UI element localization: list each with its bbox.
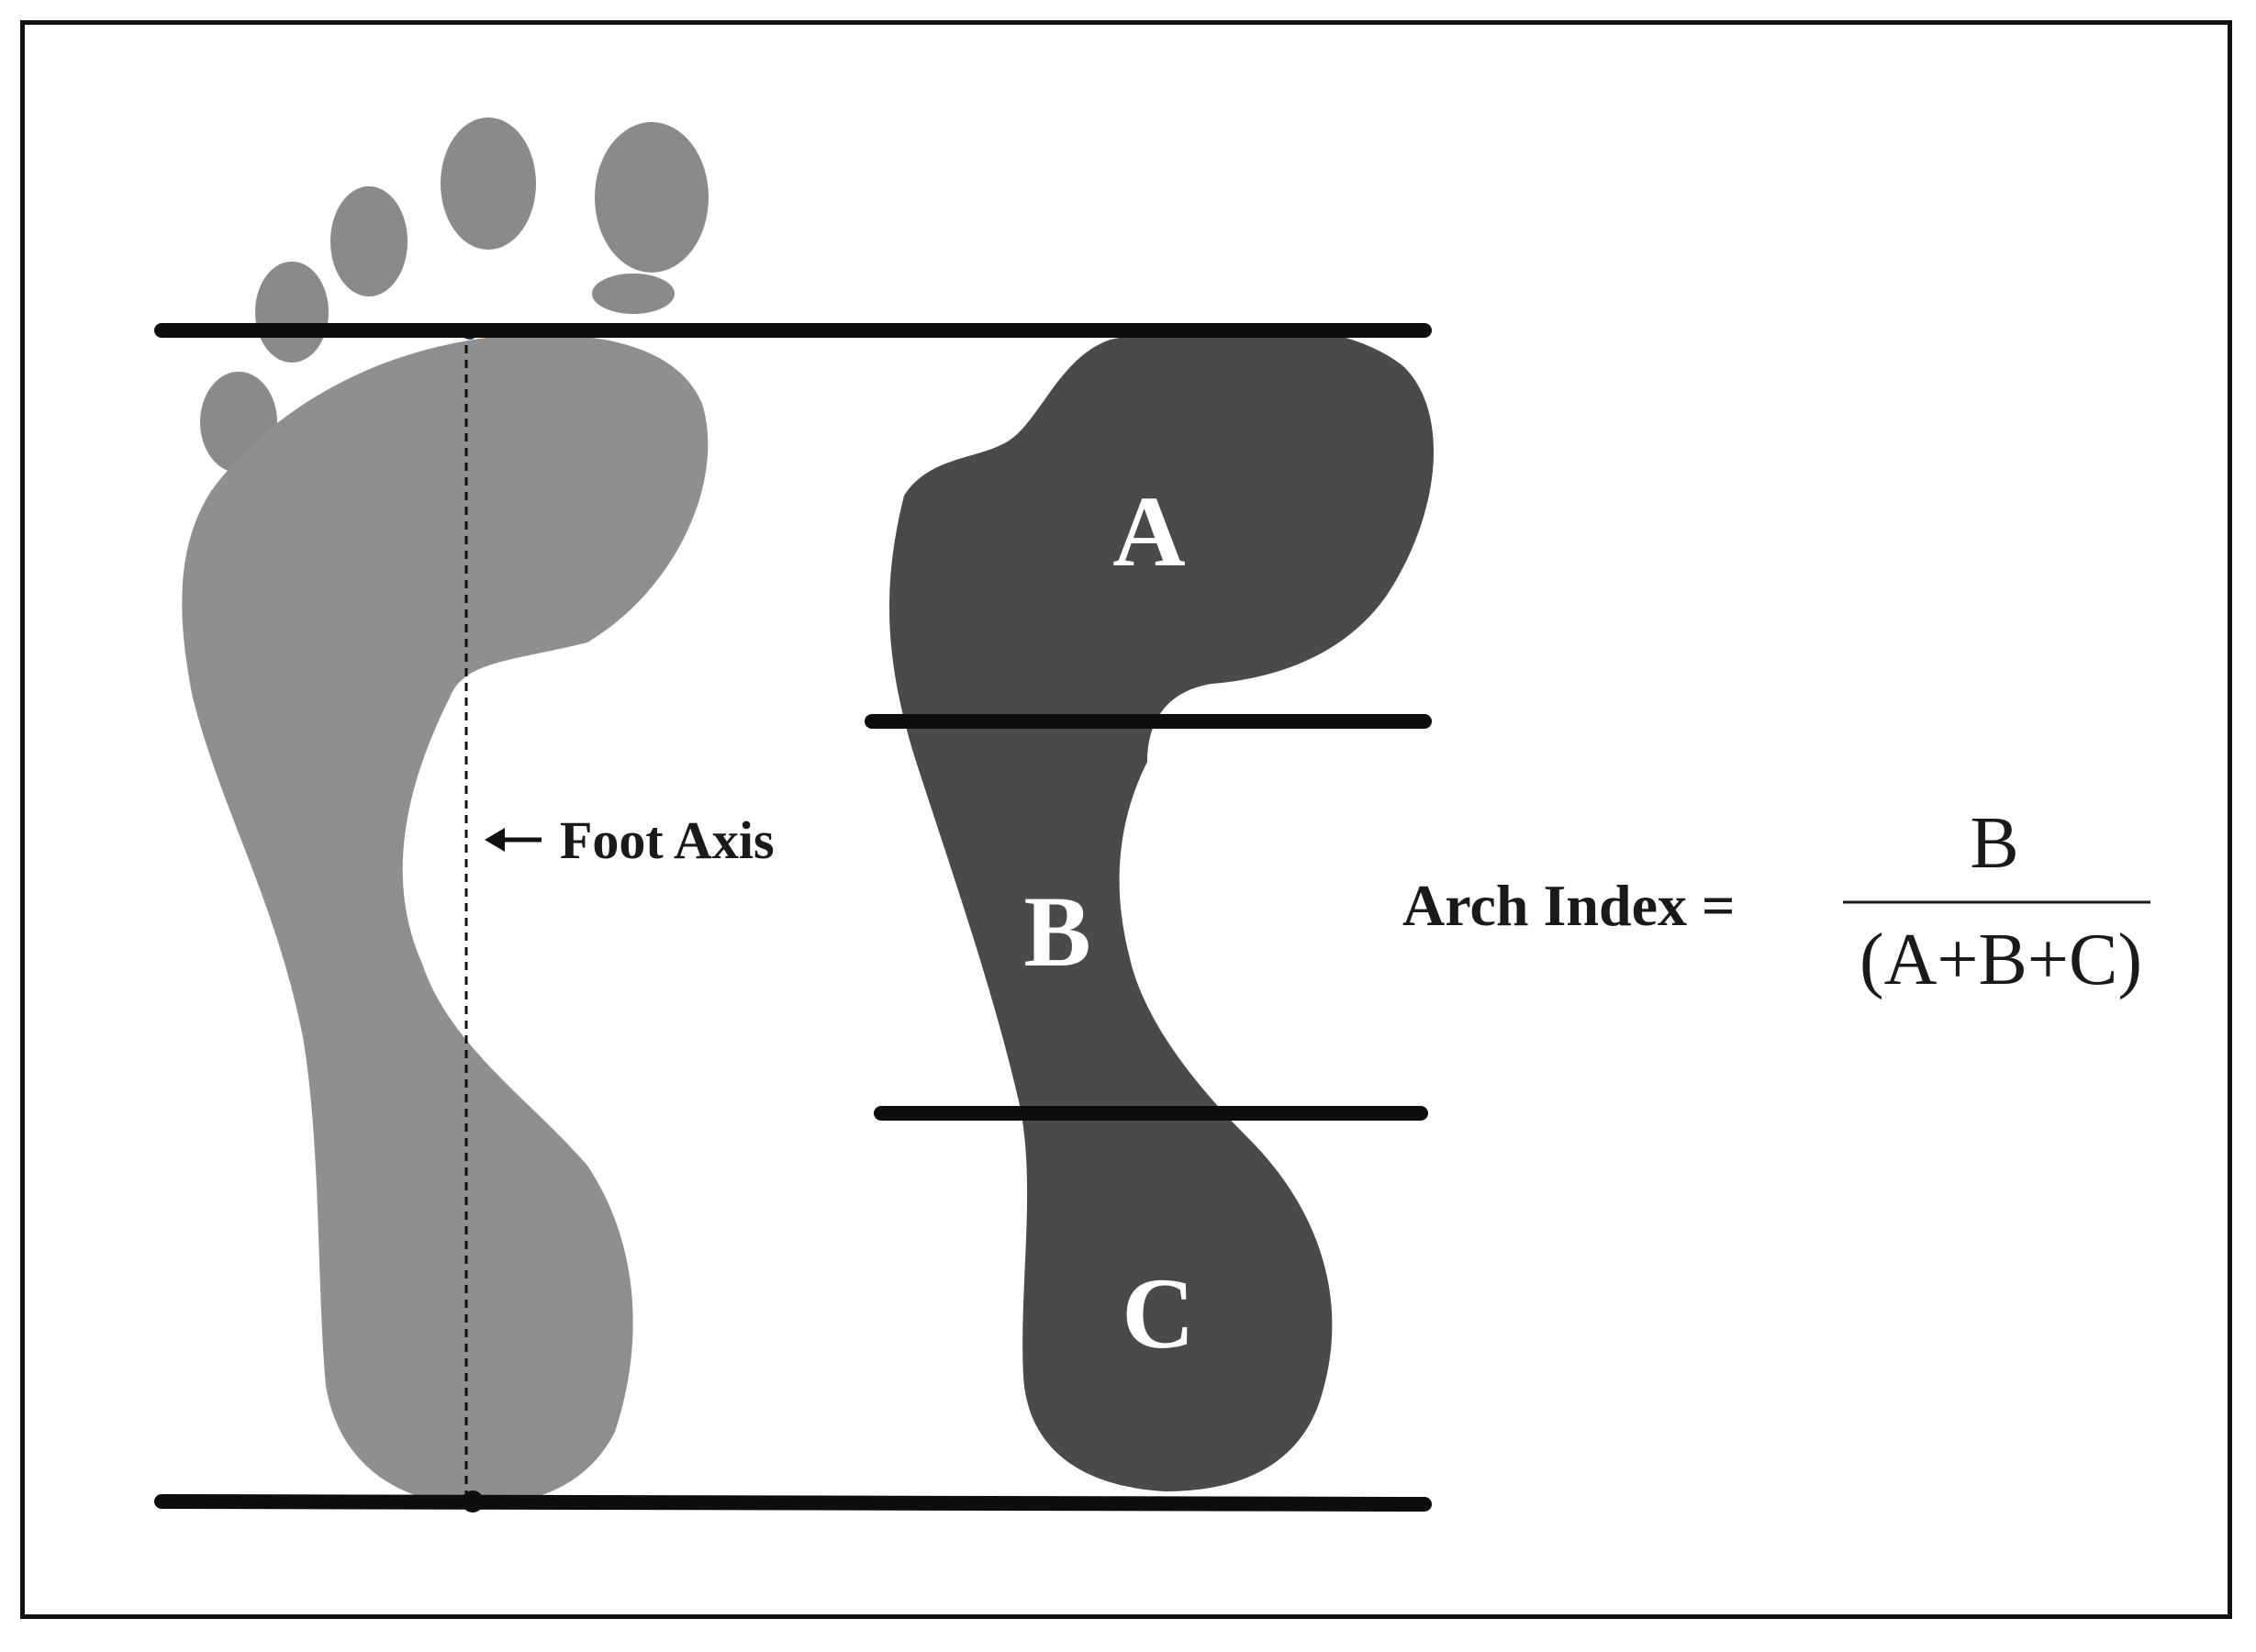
toe-shape-3 — [330, 186, 408, 296]
footprint — [182, 117, 709, 1505]
toe-shape-6 — [592, 273, 675, 314]
toe-shape-2 — [441, 117, 536, 250]
arch-index-formula: Arch Index = B (A+B+C) — [1402, 803, 2150, 1000]
segment-label-b: B — [1023, 876, 1090, 988]
foot-axis-label: Foot Axis — [560, 810, 775, 870]
foot-axis-arrowhead — [485, 828, 505, 852]
formula-numerator: B — [1970, 803, 2018, 884]
footprint-outline-shape — [888, 324, 1435, 1491]
formula-denominator: (A+B+C) — [1860, 920, 2142, 1000]
toe-shape-4 — [255, 262, 329, 363]
segment-label-a: A — [1112, 475, 1185, 587]
segment-label-c: C — [1122, 1257, 1194, 1369]
formula-lhs: Arch Index = — [1402, 873, 1735, 938]
bottom-line — [154, 1494, 1432, 1512]
sole-shape — [182, 334, 709, 1505]
big-toe-shape — [595, 122, 709, 273]
